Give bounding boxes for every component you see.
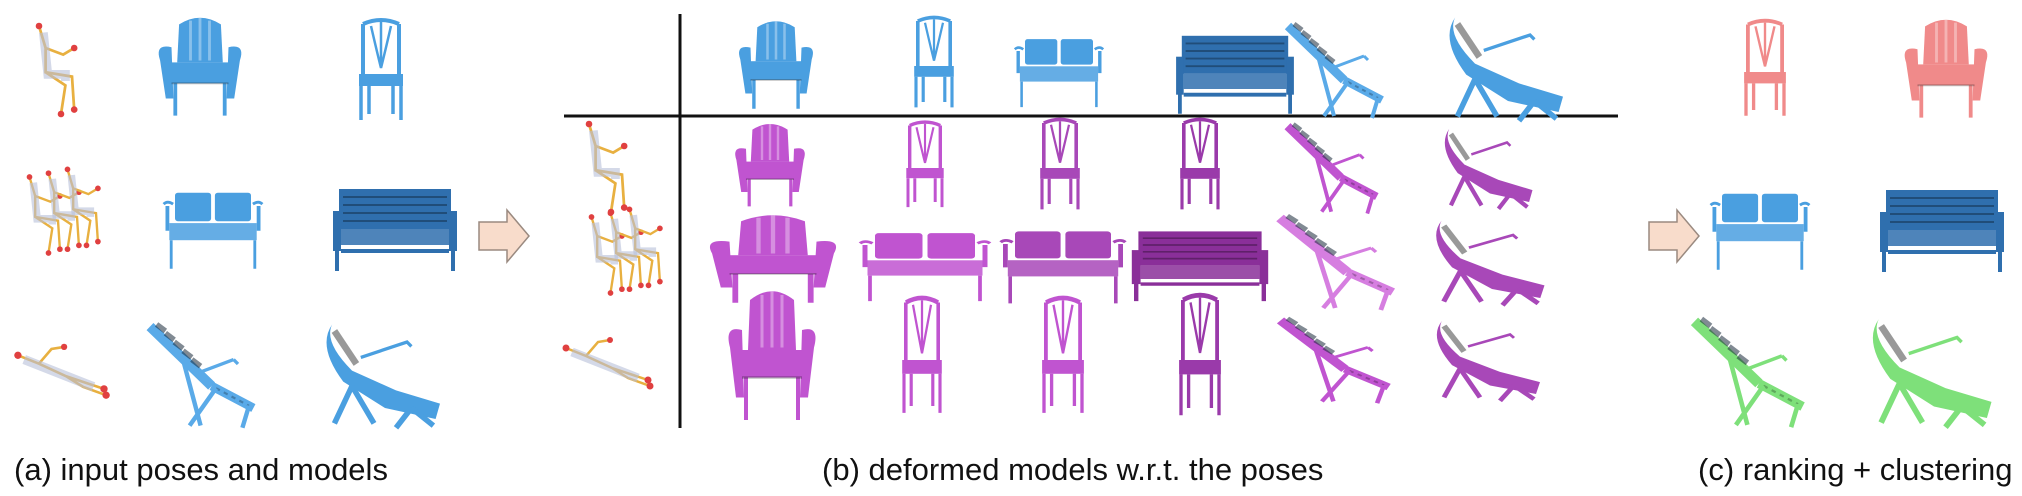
header-model-sidechair xyxy=(912,15,956,110)
deformed-r1-chaise xyxy=(1445,129,1533,209)
deformed-r2-sidechair xyxy=(860,233,990,301)
arrow-right-icon xyxy=(478,209,530,263)
caption-c: (c) ranking + clustering xyxy=(1698,452,2013,487)
deformed-r3-bench xyxy=(1179,295,1221,415)
deformed-r1-loveseat xyxy=(1038,117,1082,212)
deformed-r2-chaise xyxy=(1436,221,1544,306)
deformed-r2-armchair xyxy=(710,215,836,303)
input-model-lounger xyxy=(150,324,253,427)
caption-a: (a) input poses and models xyxy=(14,452,388,487)
deformed-r3-armchair xyxy=(729,291,816,420)
input-model-sidechair xyxy=(357,18,405,122)
deformed-r2-loveseat xyxy=(1001,231,1126,303)
input-model-bench xyxy=(331,187,459,273)
ranked-lounger xyxy=(1695,319,1803,427)
section-a-input xyxy=(14,15,459,428)
input-model-loveseat xyxy=(161,190,265,271)
header-model-chaise xyxy=(1450,17,1563,120)
input-model-chaise xyxy=(327,324,440,427)
row-pose-sit xyxy=(586,121,628,216)
ranked-loveseat xyxy=(1708,191,1812,272)
deformed-r3-sidechair xyxy=(902,298,942,413)
deformed-r2-lounger xyxy=(1280,216,1393,310)
input-pose-sit xyxy=(36,23,78,118)
section-b-deformed xyxy=(563,14,1618,428)
deformed-r3-lounger xyxy=(1281,319,1389,404)
header-model-armchair xyxy=(737,19,815,111)
deformed-r1-lounger xyxy=(1288,124,1377,213)
section-c-ranking xyxy=(1695,17,2006,427)
ranked-armchair xyxy=(1902,17,1990,120)
deformed-r3-chaise xyxy=(1437,321,1540,401)
header-model-loveseat xyxy=(1013,37,1105,109)
input-model-armchair xyxy=(156,15,244,118)
arrow-right-icon xyxy=(1648,209,1700,263)
deformed-r2-bench xyxy=(1132,231,1268,301)
input-pose-group xyxy=(27,167,101,256)
header-model-lounger xyxy=(1288,24,1382,118)
deformed-r1-armchair xyxy=(733,122,807,208)
row-pose-recline xyxy=(563,337,654,390)
deformed-r1-bench xyxy=(1178,117,1222,212)
caption-b: (b) deformed models w.r.t. the poses xyxy=(822,452,1324,487)
ranked-sidechair xyxy=(1742,18,1788,118)
input-pose-recline xyxy=(14,344,110,399)
row-pose-group xyxy=(589,207,663,296)
ranked-chaise xyxy=(1873,319,1992,427)
header-model-bench xyxy=(1174,33,1296,116)
deformed-r1-sidechair xyxy=(904,120,946,209)
deformed-r3-loveseat xyxy=(1042,298,1084,413)
ranked-bench xyxy=(1878,188,2006,274)
